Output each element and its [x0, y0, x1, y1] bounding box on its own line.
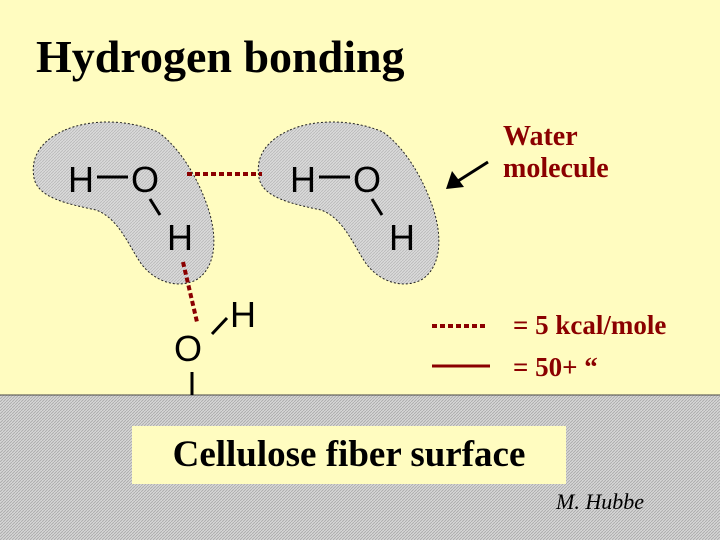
water-molecule-1 [32, 121, 215, 285]
water-molecule-label: Water molecule [503, 121, 609, 185]
oxygen-atom: O [353, 159, 381, 200]
author-credit: M. Hubbe [556, 489, 644, 514]
hydrogen-atom: H [290, 159, 316, 200]
page-title: Hydrogen bonding [36, 31, 405, 82]
legend-hydrogen-bond-text: = 5 kcal/mole [513, 310, 667, 340]
water-molecule-2 [257, 121, 440, 285]
oxygen-atom: O [131, 159, 159, 200]
hydrogen-atom: H [68, 159, 94, 200]
arrow-icon [446, 160, 489, 189]
covalent-bond [148, 198, 162, 216]
hydrogen-bond [181, 261, 199, 323]
hydrogen-atom: H [230, 294, 256, 335]
covalent-bond [370, 198, 384, 216]
hydrogen-atom: H [389, 217, 415, 258]
covalent-bond [210, 316, 229, 336]
water-label-line: molecule [503, 153, 609, 184]
legend-covalent-bond-text: = 50+ “ [513, 352, 598, 382]
hydrogen-atom: H [167, 217, 193, 258]
surface-label: Cellulose fiber surface [132, 426, 566, 484]
oxygen-atom: O [174, 328, 202, 369]
water-label-line: Water [503, 121, 578, 152]
